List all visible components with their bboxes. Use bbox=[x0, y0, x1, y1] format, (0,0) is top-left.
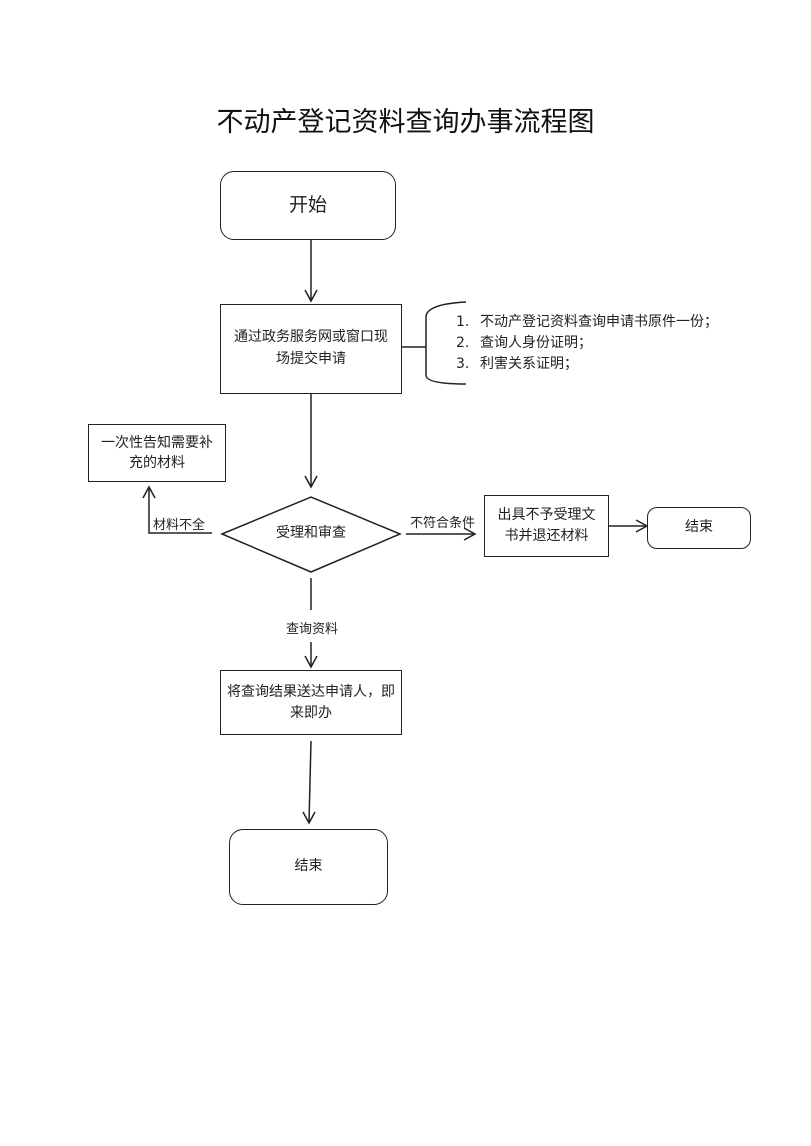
requirements-brace bbox=[425, 301, 467, 385]
edge-label-incomplete: 材料不全 bbox=[153, 518, 206, 533]
arrowhead bbox=[463, 527, 477, 541]
end-node: 结束 bbox=[229, 829, 388, 905]
arrowhead bbox=[304, 655, 318, 669]
review-decision-diamond bbox=[220, 496, 402, 573]
arrowhead bbox=[142, 485, 156, 499]
arrowhead bbox=[304, 475, 318, 489]
reject-label: 出具不予受理文书并退还材料 bbox=[497, 507, 596, 544]
arrowhead bbox=[302, 811, 316, 825]
end-reject-node: 结束 bbox=[647, 507, 751, 549]
edge-label-not-qualified: 不符合条件 bbox=[410, 516, 476, 531]
requirement-item: 2. 查询人身份证明； bbox=[456, 335, 592, 351]
requirement-item: 1. 不动产登记资料查询申请书原件一份； bbox=[456, 314, 718, 330]
edge-label-query: 查询资料 bbox=[286, 622, 339, 637]
reject-node: 出具不予受理文书并退还材料 bbox=[484, 495, 609, 557]
submit-label: 通过政务服务网或窗口现场提交申请 bbox=[234, 329, 388, 367]
deliver-result-node: 将查询结果送达申请人，即来即办 bbox=[220, 670, 402, 735]
page-title: 不动产登记资料查询办事流程图 bbox=[216, 107, 595, 138]
notify-label: 一次性告知需要补充的材料 bbox=[101, 434, 213, 471]
review-label: 受理和审查 bbox=[276, 525, 346, 541]
arrow-deliver-to-end bbox=[308, 740, 312, 824]
notify-supplement-node: 一次性告知需要补充的材料 bbox=[88, 424, 226, 482]
start-label: 开始 bbox=[288, 193, 327, 216]
end-reject-label: 结束 bbox=[685, 519, 713, 536]
arrowhead bbox=[304, 289, 318, 303]
requirements-list: 1. 不动产登记资料查询申请书原件一份； 2. 查询人身份证明； 3. 利害关系… bbox=[456, 312, 718, 375]
deliver-label: 将查询结果送达申请人，即来即办 bbox=[227, 683, 395, 721]
requirement-item: 3. 利害关系证明； bbox=[456, 356, 578, 372]
start-node: 开始 bbox=[220, 171, 396, 240]
end-label: 结束 bbox=[294, 858, 323, 875]
submit-application-node: 通过政务服务网或窗口现场提交申请 bbox=[220, 304, 402, 394]
arrow-review-to-notify bbox=[148, 487, 212, 534]
